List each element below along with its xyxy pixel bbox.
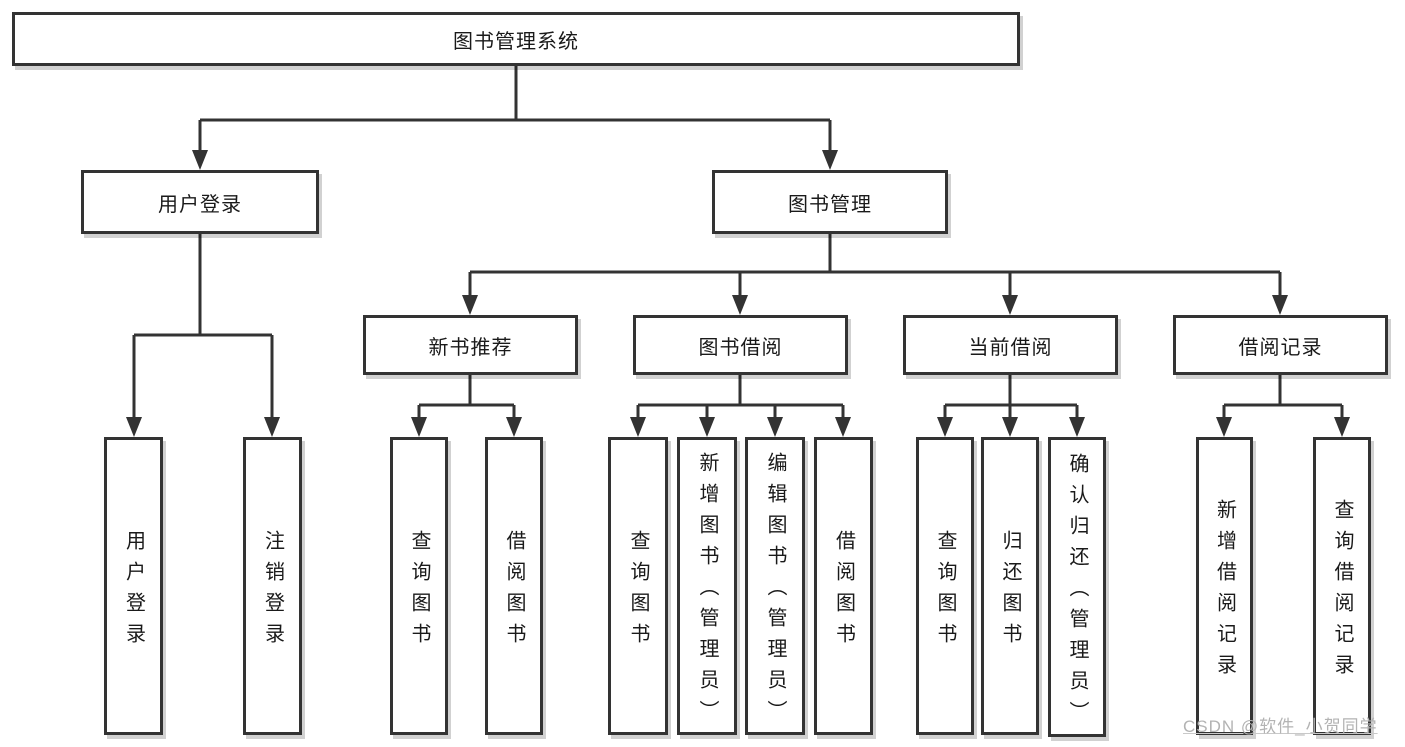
node-label: 图书管理 (788, 193, 872, 216)
node-label: 确认归还（管理员） (1066, 453, 1088, 732)
connector-line-group (132, 66, 1344, 421)
node-label: 用户登录 (122, 529, 145, 654)
node-query-borrow-record: 查询借阅记录 (1313, 437, 1371, 735)
node-confirm-return-admin: 确认归还（管理员） (1048, 437, 1106, 737)
node-query-books-recommend: 查询图书 (390, 437, 448, 735)
node-borrow-books-leaf: 借阅图书 (814, 437, 873, 735)
node-label: 归还图书 (999, 529, 1021, 654)
node-label: 注销登录 (261, 529, 284, 654)
node-label: 借阅记录 (1238, 336, 1323, 359)
node-user-login-branch: 用户登录 (81, 170, 319, 234)
node-return-book: 归还图书 (981, 437, 1039, 735)
node-user-login-leaf: 用户登录 (104, 437, 163, 735)
node-label: 借阅图书 (503, 529, 525, 654)
node-library-management-system: 图书管理系统 (12, 12, 1020, 66)
node-label: 当前借阅 (968, 336, 1053, 359)
node-label: 图书借阅 (698, 336, 783, 359)
node-book-management-branch: 图书管理 (712, 170, 948, 234)
node-logout-leaf: 注销登录 (243, 437, 302, 735)
node-borrow-books-recommend: 借阅图书 (485, 437, 543, 735)
node-book-borrowing: 图书借阅 (633, 315, 848, 375)
csdn-watermark: CSDN @软件_小贺同学 (1183, 717, 1378, 736)
node-label: 用户登录 (158, 193, 242, 216)
node-label: 查询借阅记录 (1331, 498, 1353, 685)
node-label: 图书管理系统 (453, 30, 579, 53)
node-edit-book-admin: 编辑图书（管理员） (745, 437, 805, 735)
node-new-book-recommend: 新书推荐 (363, 315, 578, 375)
node-add-borrow-record: 新增借阅记录 (1196, 437, 1253, 735)
node-query-books-borrow: 查询图书 (608, 437, 668, 735)
node-label: 新增图书（管理员） (696, 452, 718, 731)
node-label: 借阅图书 (832, 529, 855, 654)
node-label: 查询图书 (627, 529, 649, 654)
node-label: 新书推荐 (428, 336, 513, 359)
node-label: 编辑图书（管理员） (764, 452, 786, 731)
arrowheads (126, 150, 1350, 437)
node-label: 查询图书 (408, 529, 430, 654)
node-current-borrowing: 当前借阅 (903, 315, 1118, 375)
node-query-books-current: 查询图书 (916, 437, 974, 735)
node-label: 查询图书 (934, 529, 956, 654)
node-borrowing-records: 借阅记录 (1173, 315, 1388, 375)
node-label: 新增借阅记录 (1213, 498, 1236, 685)
node-add-book-admin: 新增图书（管理员） (677, 437, 737, 735)
